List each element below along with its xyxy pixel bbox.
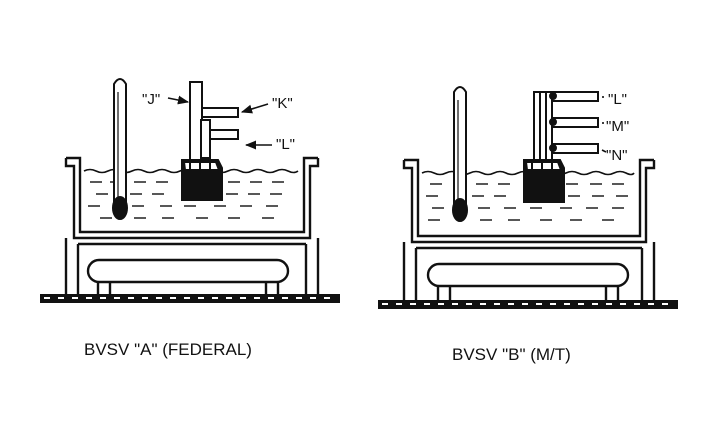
port-arrow-j (167, 95, 190, 105)
bvsv-a-valve (181, 81, 239, 201)
hot-plate-a (40, 294, 340, 303)
stand-a (64, 238, 320, 296)
hot-plate-b (378, 300, 678, 309)
stand-b (402, 242, 656, 302)
port-labels-b: "L" "M" "N" (601, 91, 629, 164)
port-label-n: "N" (606, 147, 627, 164)
caption-b: BVSV "B" (M/T) (452, 345, 571, 364)
panel-b: "L" "M" "N" BVSV "B" (M/T) (378, 86, 678, 364)
thermometer-a (112, 78, 128, 220)
port-arrow-n-stub (601, 149, 607, 153)
panel-a: "J" "K" "L" BVSV "A" (FEDERAL) (40, 78, 340, 359)
port-label-j: "J" (142, 91, 160, 108)
tank-b (402, 158, 656, 244)
tank-a (64, 156, 320, 240)
port-label-l-b: "L" (608, 91, 627, 108)
port-labels-a: "J" "K" "L" (142, 91, 295, 153)
port-label-m: "M" (606, 118, 629, 135)
port-label-k: "K" (272, 95, 293, 112)
port-label-l: "L" (276, 136, 295, 153)
bvsv-b-valve (523, 91, 599, 203)
port-arrow-k (240, 103, 269, 114)
caption-a: BVSV "A" (FEDERAL) (84, 340, 252, 359)
thermometer-b (452, 86, 468, 222)
